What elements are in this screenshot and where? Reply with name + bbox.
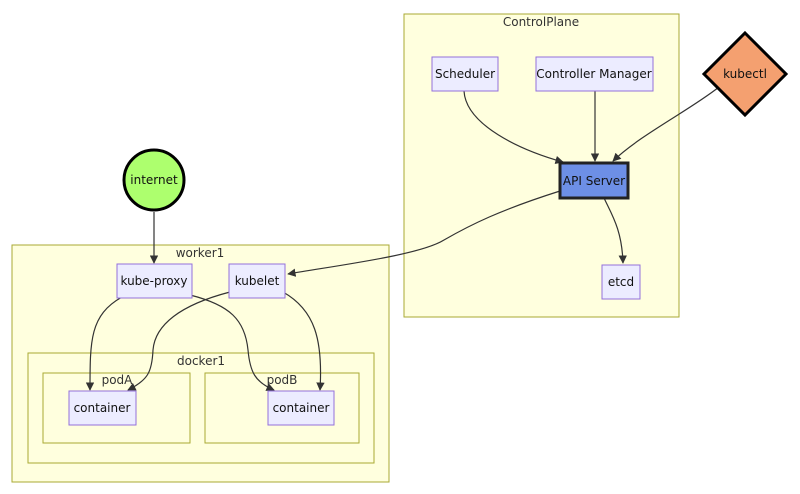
control-plane-label: ControlPlane — [503, 15, 579, 29]
controller-manager-label: Controller Manager — [536, 67, 652, 81]
edge-kube-proxy-to-container-b — [189, 294, 275, 391]
kube-proxy-node: kube-proxy — [116, 263, 193, 299]
edge-api-server-to-etcd — [603, 197, 627, 264]
etcd-node: etcd — [601, 264, 641, 300]
pod-b-label: podB — [267, 373, 298, 387]
kubectl-label: kubectl — [723, 67, 767, 81]
scheduler-node: Scheduler — [431, 56, 499, 92]
internet-node: internet — [122, 148, 186, 212]
container-b-node: container — [267, 390, 335, 426]
edge-api-server-to-kubelet — [287, 190, 561, 277]
scheduler-label: Scheduler — [435, 67, 495, 81]
kubectl-node: kubectl — [701, 30, 789, 118]
kube-proxy-label: kube-proxy — [121, 274, 188, 288]
etcd-label: etcd — [608, 275, 634, 289]
edge-kubelet-to-container-b — [282, 291, 325, 391]
container-a-node: container — [68, 390, 137, 426]
edge-kubectl-to-api-server — [612, 86, 720, 162]
container-b-label: container — [273, 401, 330, 415]
kubelet-label: kubelet — [235, 274, 280, 288]
edges — [85, 86, 720, 391]
edge-scheduler-to-api-server — [463, 90, 564, 165]
edge-kube-proxy-to-container-a — [85, 296, 123, 391]
controller-manager-node: Controller Manager — [535, 56, 654, 92]
api-server-node: API Server — [558, 161, 630, 200]
worker1-label: worker1 — [176, 246, 225, 260]
docker1-label: docker1 — [177, 354, 225, 368]
pod-a-label: podA — [102, 373, 134, 387]
internet-label: internet — [130, 173, 178, 187]
container-a-label: container — [74, 401, 131, 415]
edge-kubelet-to-container-a — [127, 291, 231, 391]
kubelet-node: kubelet — [228, 263, 286, 299]
api-server-label: API Server — [563, 174, 625, 188]
